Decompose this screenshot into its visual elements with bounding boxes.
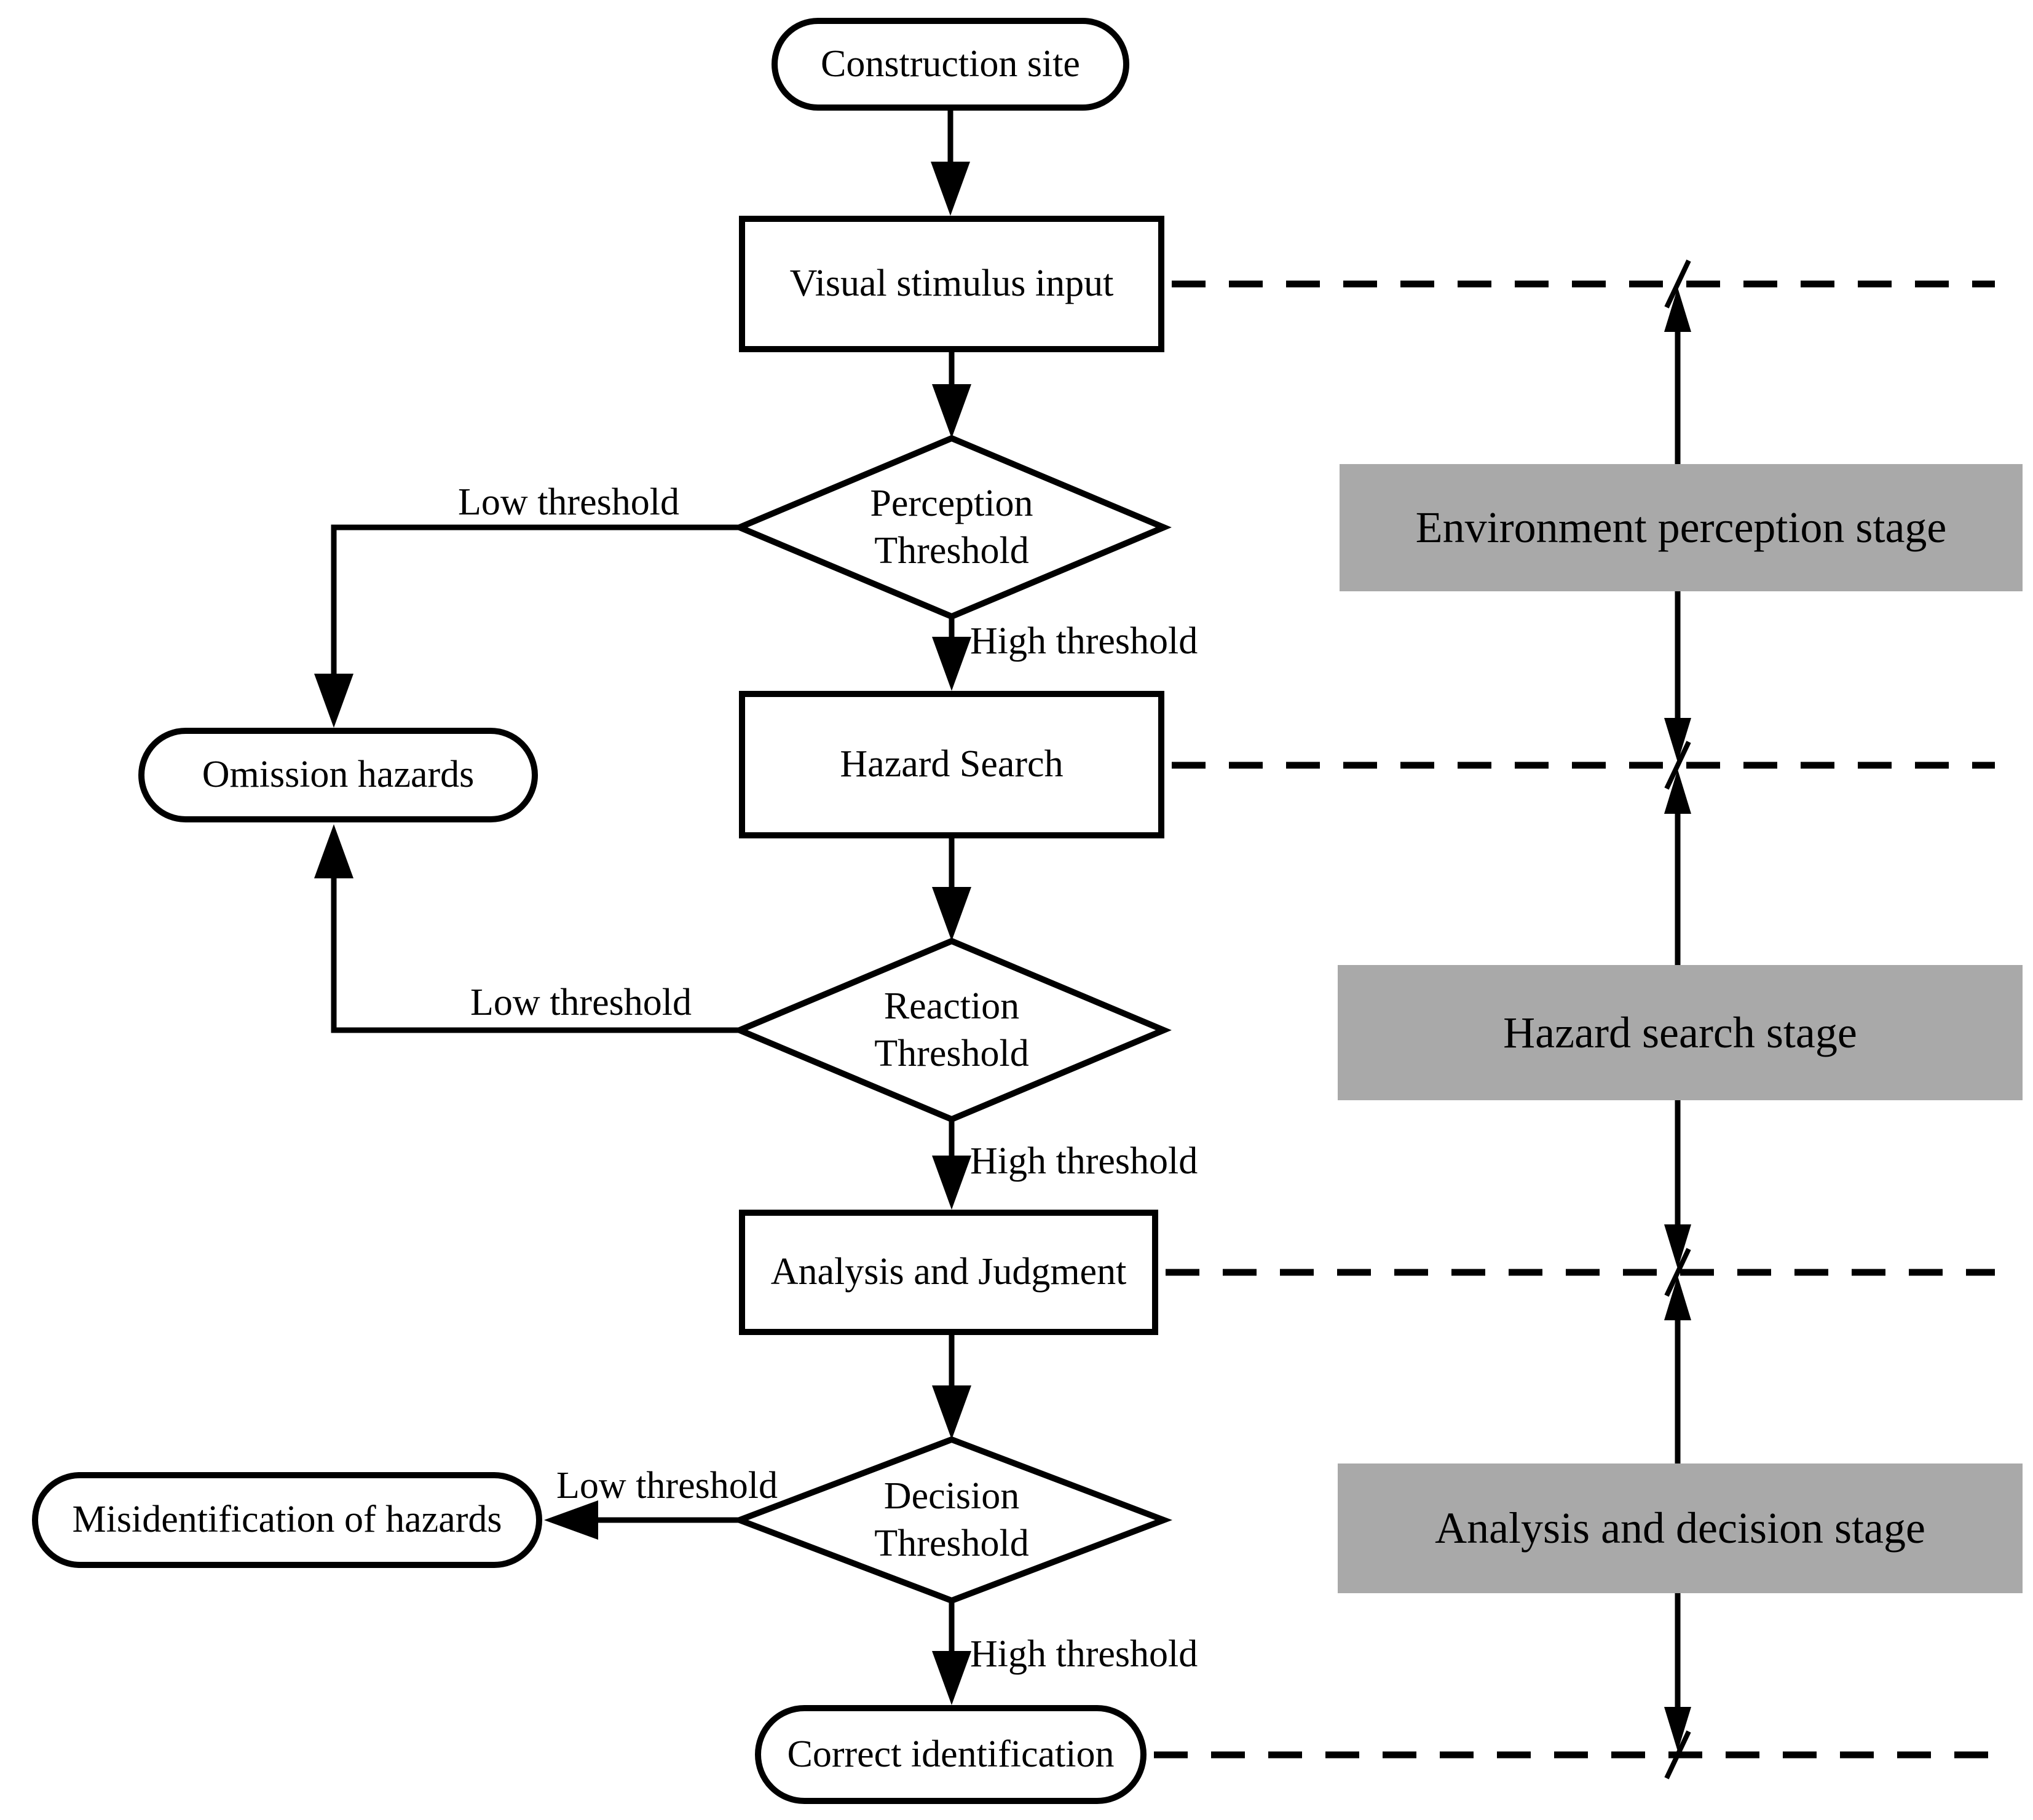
node-visual-stimulus-input: Visual stimulus input (739, 216, 1164, 352)
decision-diamonds (730, 435, 1173, 1604)
tick-slash-icon (1664, 1730, 1691, 1779)
dim-arrow-up-d2 (1664, 770, 1691, 814)
edge-label-reaction-high: High threshold (970, 1140, 1198, 1182)
edge-label-reaction-low: Low threshold (470, 982, 692, 1023)
stage-box-analysis-decision: Analysis and decision stage (1338, 1463, 2023, 1593)
tick-slash-icon (1664, 1248, 1691, 1297)
arrowhead-into-omission-bottom (314, 824, 353, 878)
node-label: Misidentification of hazards (72, 1499, 502, 1541)
stage-label: Environment perception stage (1415, 503, 1947, 552)
edge-label-decision-low: Low threshold (556, 1465, 778, 1507)
diamond-label-line1: Perception (870, 482, 1033, 524)
arrowhead-into-misidentification (544, 1500, 598, 1540)
node-omission-hazards: Omission hazards (138, 728, 538, 822)
stage-box-environment-perception: Environment perception stage (1340, 464, 2023, 591)
perception-low-branch (331, 524, 740, 681)
stage-label: Analysis and decision stage (1435, 1503, 1925, 1553)
dim-arrow-down-d2 (1664, 718, 1691, 762)
node-reaction-threshold-label: Reaction Threshold (767, 969, 1136, 1092)
node-label: Omission hazards (202, 754, 475, 796)
dashed-connectors (1154, 280, 1995, 1759)
arrowhead-into-correct (932, 1651, 971, 1705)
tick-slash-icon (1664, 259, 1691, 309)
dim-arrow-down-d4 (1664, 1707, 1691, 1751)
flow-arrowheads (931, 162, 971, 1705)
dim-arrow-down-d3 (1664, 1224, 1691, 1269)
flow-arrow-stems (947, 111, 955, 1655)
diamond-label-line1: Reaction (883, 985, 1020, 1027)
edge-label-perception-low: Low threshold (458, 481, 679, 523)
node-correct-identification: Correct identification (755, 1705, 1147, 1804)
node-decision-threshold-label: Decision Threshold (767, 1459, 1136, 1582)
edge-label-perception-high: High threshold (970, 620, 1198, 662)
dim-arrow-up-d3 (1664, 1276, 1691, 1320)
reaction-low-line (331, 871, 740, 1033)
perception-low-line (331, 524, 740, 681)
diamond-label-line1: Decision (883, 1475, 1020, 1517)
node-analysis-and-judgment: Analysis and Judgment (739, 1210, 1158, 1335)
arrowhead-into-hazard (932, 637, 971, 691)
diamond-label-line2: Threshold (874, 1033, 1029, 1074)
arrowhead-into-omission-top (314, 674, 353, 728)
reaction-threshold-diamond (732, 937, 1172, 1123)
node-perception-threshold-label: Perception Threshold (767, 466, 1136, 589)
dimension-arrowheads (1664, 288, 1691, 1751)
arrowhead-into-reaction (932, 887, 971, 941)
tick-slashes (1664, 259, 1691, 1779)
arrowhead-into-perception (932, 384, 971, 438)
arrowhead-into-decision (932, 1385, 971, 1440)
edge-label-decision-high: High threshold (970, 1633, 1198, 1675)
tick-slash-icon (1664, 741, 1691, 790)
node-label: Correct identification (787, 1733, 1115, 1775)
perception-threshold-diamond (732, 435, 1172, 620)
reaction-low-branch (331, 871, 740, 1033)
node-hazard-search: Hazard Search (739, 691, 1164, 838)
arrowhead-into-visual (931, 162, 970, 216)
stage-box-hazard-search: Hazard search stage (1338, 965, 2023, 1100)
decision-threshold-diamond (730, 1436, 1173, 1604)
stage-label: Hazard search stage (1503, 1007, 1857, 1057)
node-misidentification-of-hazards: Misidentification of hazards (32, 1472, 542, 1568)
node-label: Analysis and Judgment (770, 1251, 1127, 1293)
arrowhead-into-analysis (932, 1156, 971, 1210)
diamond-label-line2: Threshold (874, 530, 1029, 572)
node-label: Construction site (821, 42, 1080, 85)
node-construction-site: Construction site (772, 18, 1129, 111)
dim-arrow-up-d1 (1664, 288, 1691, 332)
diamond-label-line2: Threshold (874, 1523, 1029, 1564)
node-label: Visual stimulus input (789, 262, 1114, 305)
node-label: Hazard Search (840, 743, 1064, 786)
